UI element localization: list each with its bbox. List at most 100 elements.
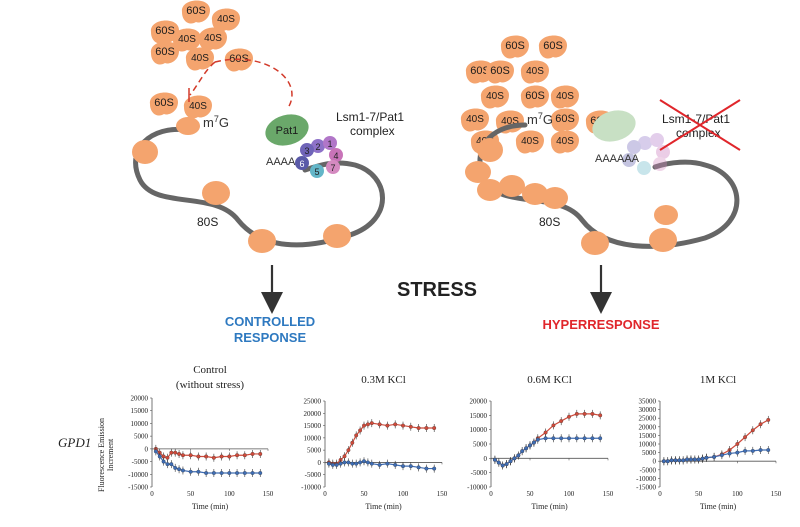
right-subunit-label: 60S bbox=[525, 90, 545, 102]
data-point bbox=[750, 448, 755, 453]
data-point bbox=[173, 450, 178, 455]
y-tick-label: -15000 bbox=[636, 484, 656, 492]
complex-label-right-1: Lsm1-7/Pat1 bbox=[662, 112, 730, 126]
left-subunit-label: 60S bbox=[154, 97, 174, 109]
x-axis-label: Time (min) bbox=[531, 502, 568, 511]
data-point bbox=[669, 458, 674, 463]
data-point bbox=[677, 458, 682, 463]
y-tick-label: 20000 bbox=[639, 423, 657, 431]
data-point bbox=[758, 422, 763, 427]
left-ribosome-subunit: 60S bbox=[181, 0, 210, 24]
right-ribosome-subunit: 60S bbox=[520, 85, 549, 109]
data-point bbox=[377, 462, 382, 467]
inhibition-line bbox=[189, 61, 216, 96]
right-ribosome-subunit: 40S bbox=[550, 130, 579, 154]
data-point bbox=[219, 471, 224, 475]
data-point bbox=[385, 423, 390, 428]
data-point bbox=[416, 426, 421, 430]
right-ribosome-subunit: 40S bbox=[460, 108, 489, 132]
lsm-number-3: 3 bbox=[304, 146, 309, 156]
x-tick-label: 100 bbox=[732, 490, 743, 498]
chart-title: (without stress) bbox=[176, 379, 244, 391]
data-point bbox=[350, 461, 355, 466]
data-point bbox=[393, 422, 398, 427]
lsm-number-7: 7 bbox=[330, 163, 335, 173]
data-point bbox=[342, 454, 347, 459]
data-point bbox=[350, 440, 355, 445]
data-point bbox=[567, 414, 571, 419]
y-tick-label: -5000 bbox=[640, 466, 657, 474]
right-80s-ribosome bbox=[465, 138, 678, 255]
data-point bbox=[750, 428, 755, 433]
data-point bbox=[258, 451, 263, 456]
data-point bbox=[543, 430, 548, 435]
chart-panel: 0.3M KCl-10000-5000050001000015000200002… bbox=[301, 374, 448, 511]
data-point bbox=[598, 436, 603, 441]
left-ribosome-subunit: 40S bbox=[211, 8, 240, 32]
data-point bbox=[362, 423, 366, 428]
x-tick-label: 150 bbox=[263, 490, 274, 498]
right-subunit-label: 40S bbox=[526, 66, 544, 77]
data-point bbox=[528, 443, 532, 448]
x-tick-label: 0 bbox=[489, 490, 493, 498]
data-point bbox=[196, 454, 201, 459]
data-point bbox=[567, 436, 571, 441]
x-tick-label: 150 bbox=[437, 490, 448, 498]
y-axis-label: Fluorescence Emission Increment bbox=[97, 418, 115, 492]
data-point bbox=[235, 471, 240, 475]
data-point bbox=[408, 424, 413, 429]
charts-row: Control(without stress)-15000-10000-5000… bbox=[128, 364, 782, 511]
y-tick-label: 10000 bbox=[304, 434, 322, 442]
ribosome-label-left: 80S bbox=[197, 215, 218, 229]
left-ribosome-subunit: 60S bbox=[149, 92, 178, 116]
right-subunit-label: 60S bbox=[505, 40, 525, 52]
data-point bbox=[432, 466, 437, 471]
data-point bbox=[673, 458, 678, 463]
y-tick-label: 25000 bbox=[304, 398, 322, 406]
gene-label: GPD1 bbox=[58, 435, 91, 450]
data-point bbox=[704, 455, 709, 460]
x-tick-label: 50 bbox=[527, 490, 535, 498]
right-subunit-label: 60S bbox=[555, 113, 575, 125]
left-subunit-label: 60S bbox=[186, 5, 206, 17]
data-point bbox=[496, 460, 501, 465]
data-point bbox=[358, 428, 363, 433]
data-point bbox=[377, 422, 382, 427]
data-point bbox=[250, 451, 255, 456]
data-point bbox=[661, 459, 666, 464]
data-point bbox=[590, 411, 595, 416]
y-tick-label: 25000 bbox=[639, 415, 657, 423]
svg-text:Fluorescence Emission: Fluorescence Emission bbox=[97, 418, 106, 492]
data-point bbox=[727, 451, 732, 456]
data-point bbox=[551, 436, 556, 441]
pat1-label: Pat1 bbox=[276, 125, 299, 137]
chart-panel: Control(without stress)-15000-10000-5000… bbox=[128, 364, 274, 511]
data-point bbox=[543, 436, 548, 441]
y-tick-label: 5000 bbox=[307, 447, 322, 455]
left-ribosome-subunit: 60S bbox=[150, 41, 179, 65]
right-ribosome-subunit: 60S bbox=[500, 35, 529, 59]
data-point bbox=[535, 437, 540, 442]
data-point bbox=[743, 448, 748, 453]
data-point bbox=[696, 457, 701, 462]
left-ribosome-subunit: 40S bbox=[198, 27, 227, 51]
svg-text:Increment: Increment bbox=[106, 438, 115, 471]
data-point bbox=[227, 471, 232, 475]
right-ribosome-cluster: 60S60S60S40S60S40S40S60S40S60S40S60S40S4… bbox=[460, 35, 614, 154]
data-point bbox=[342, 460, 347, 465]
left-ribosome-subunit: 40S bbox=[185, 47, 214, 71]
x-tick-label: 150 bbox=[771, 490, 782, 498]
data-point bbox=[330, 462, 335, 467]
data-point bbox=[365, 460, 370, 465]
data-point bbox=[219, 454, 224, 459]
data-point bbox=[211, 455, 216, 460]
right-subunit-label: 40S bbox=[486, 91, 504, 102]
stress-label: STRESS bbox=[397, 279, 477, 301]
data-point bbox=[188, 469, 193, 474]
left-subunit-label: 60S bbox=[155, 46, 175, 58]
right-subunit-label: 60S bbox=[470, 65, 490, 77]
right-subunit-label: 40S bbox=[521, 136, 539, 147]
data-point bbox=[211, 471, 216, 475]
y-tick-label: 0 bbox=[653, 458, 657, 466]
x-tick-label: 0 bbox=[323, 490, 327, 498]
